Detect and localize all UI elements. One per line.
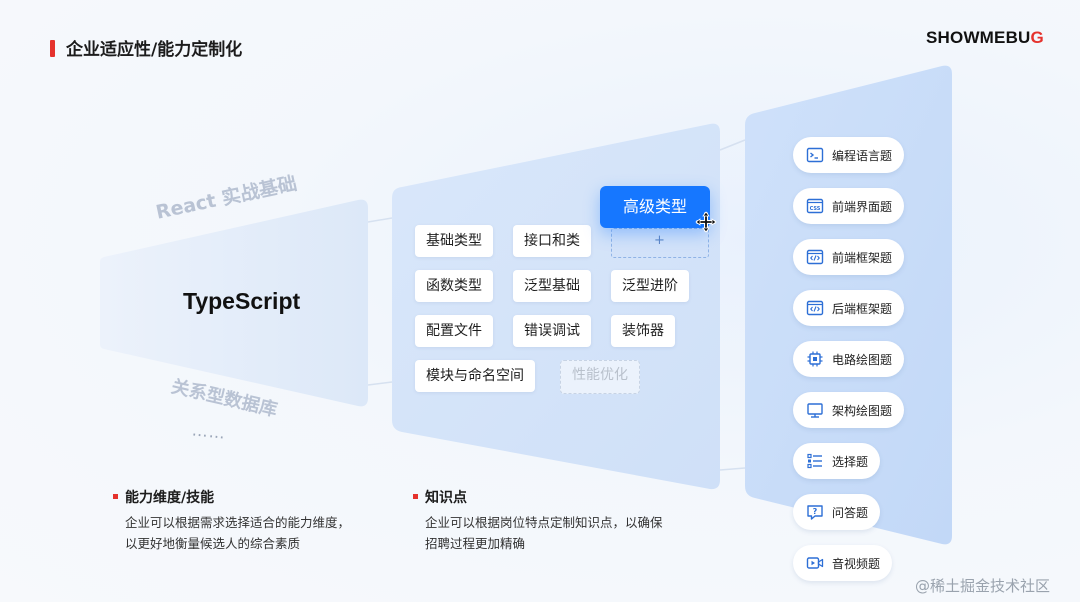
knowledge-chip[interactable]: 装饰器 (611, 315, 675, 347)
svg-text:?: ? (813, 507, 818, 516)
selected-skill-label[interactable]: TypeScript (183, 288, 301, 314)
question-type-label: 选择题 (832, 454, 869, 469)
dragging-chip[interactable]: 高级类型 (600, 186, 710, 228)
ability-desc-line: 以更好地衡量候选人的综合素质 (125, 536, 301, 551)
knowledge-section-desc: 企业可以根据岗位特点定制知识点，以确保 招聘过程更加精确 (425, 512, 663, 554)
checklist-icon (807, 453, 822, 469)
knowledge-chip[interactable]: 泛型基础 (513, 270, 591, 302)
code-window-icon (806, 300, 824, 316)
add-icon: + (654, 233, 665, 248)
knowledge-chip[interactable]: 模块与命名空间 (415, 360, 535, 392)
question-type-label: 编程语言题 (832, 148, 893, 163)
chip-drop-slot[interactable] (611, 228, 709, 258)
question-type-label: 前端框架题 (832, 250, 893, 265)
knowledge-chip-placeholder[interactable]: 性能优化 (560, 360, 640, 394)
code-window-icon (806, 249, 824, 265)
svg-text:CSS: CSS (810, 206, 821, 212)
question-type-item[interactable]: 后端框架题 (793, 290, 905, 326)
question-type-item[interactable]: 编程语言题 (793, 137, 905, 173)
question-type-label: 前端界面题 (832, 199, 893, 214)
more-skills-ellipsis: …… (191, 420, 227, 443)
brand-logo: SHOWMEBUG (926, 28, 1044, 48)
knowledge-chip[interactable]: 函数类型 (415, 270, 493, 302)
question-type-item[interactable]: CSS 前端界面题 (793, 188, 905, 224)
question-type-item[interactable]: 前端框架题 (793, 239, 905, 275)
question-icon: ? (807, 505, 823, 520)
css-icon: CSS (806, 198, 824, 214)
question-type-item[interactable]: 电路绘图题 (793, 341, 905, 377)
section-bullet (113, 494, 118, 499)
question-type-label: 音视频题 (832, 556, 881, 571)
question-type-item[interactable]: 音视频题 (793, 545, 893, 581)
question-type-label: 后端框架题 (832, 301, 893, 316)
architecture-icon (807, 403, 823, 418)
knowledge-chip[interactable]: 基础类型 (415, 225, 493, 257)
knowledge-chip[interactable]: 接口和类 (513, 225, 591, 257)
question-type-item[interactable]: ? 问答题 (793, 494, 881, 530)
logo-text: SHOWMEBU (926, 28, 1031, 47)
knowledge-chip[interactable]: 配置文件 (415, 315, 493, 347)
ability-section-title: 能力维度/技能 (125, 490, 215, 506)
terminal-icon (806, 147, 824, 163)
knowledge-chip[interactable]: 错误调试 (513, 315, 591, 347)
question-type-label: 问答题 (832, 505, 869, 520)
page-title: 企业适应性/能力定制化 (66, 40, 243, 60)
ability-desc-line: 企业可以根据需求选择适合的能力维度， (125, 515, 351, 530)
question-type-label: 架构绘图题 (832, 403, 893, 418)
question-type-item[interactable]: 架构绘图题 (793, 392, 905, 428)
knowledge-desc-line: 企业可以根据岗位特点定制知识点，以确保 (425, 515, 663, 530)
circuit-icon (807, 351, 823, 367)
video-icon (806, 557, 824, 569)
knowledge-chip[interactable]: 泛型进阶 (611, 270, 689, 302)
title-accent-bar (50, 40, 55, 57)
ability-section-desc: 企业可以根据需求选择适合的能力维度， 以更好地衡量候选人的综合素质 (125, 512, 350, 554)
watermark-text: @稀土掘金技术社区 (915, 577, 1051, 595)
logo-accent: G (1030, 28, 1044, 47)
section-bullet (413, 494, 418, 499)
knowledge-section-title: 知识点 (425, 490, 467, 506)
knowledge-desc-line: 招聘过程更加精确 (425, 536, 526, 551)
question-type-label: 电路绘图题 (832, 352, 893, 367)
move-cursor-icon (695, 211, 717, 233)
question-type-item[interactable]: 选择题 (793, 443, 881, 479)
